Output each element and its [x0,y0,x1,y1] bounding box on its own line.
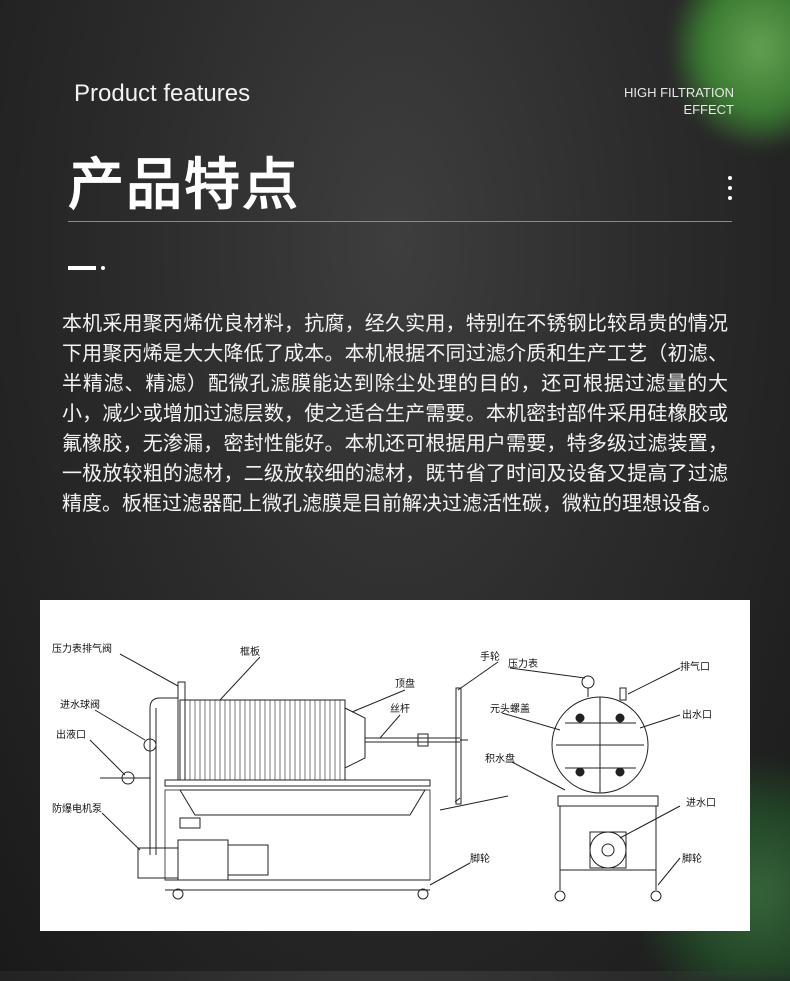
label-drip-tray: 积水盘 [485,752,515,765]
label-multi-head-nut: 元头螺盖 [490,702,530,715]
diagram-drawing: 压力表排气阀 框板 手轮 压力表 排气口 进水球阀 顶盘 丝杆 元头螺盖 出水口… [52,642,716,902]
label-screw-rod: 丝杆 [390,703,410,715]
tagline: HIGH FILTRATION EFFECT [624,84,734,118]
section-title-chinese: 产品特点 [68,153,300,218]
label-exhaust-port: 排气口 [680,660,710,673]
tagline-line-2: EFFECT [683,102,734,117]
vertical-dots-icon [728,176,732,206]
section-title-english: Product features [74,80,251,107]
product-description: 本机采用聚丙烯优良材料，抗腐，经久实用，特别在不锈钢比较昂贵的情况下用聚丙烯是大… [62,311,728,515]
tagline-line-1: HIGH FILTRATION [623,85,734,100]
divider-line [68,221,732,222]
label-frame-plate: 框板 [240,645,260,658]
accent-dash [68,266,96,270]
label-pressure-vent-valve: 压力表排气阀 [52,642,112,655]
label-liquid-outlet: 出液口 [56,728,86,741]
label-outlet-right: 出水口 [682,708,712,721]
accent-dot [101,266,105,270]
label-inlet-right: 进水口 [686,797,716,809]
label-caster-right: 脚轮 [682,852,702,865]
label-caster-left: 脚轮 [470,852,490,865]
label-top-plate: 顶盘 [395,677,415,690]
label-handwheel: 手轮 [480,650,500,663]
label-pressure-gauge: 压力表 [508,657,538,670]
filter-press-diagram: 压力表排气阀 框板 手轮 压力表 排气口 进水球阀 顶盘 丝杆 元头螺盖 出水口… [40,600,750,931]
leaf-decoration-top-right [670,0,790,150]
label-inlet-ball-valve: 进水球阀 [60,698,100,711]
label-explosion-proof-pump: 防爆电机泵 [52,802,102,815]
